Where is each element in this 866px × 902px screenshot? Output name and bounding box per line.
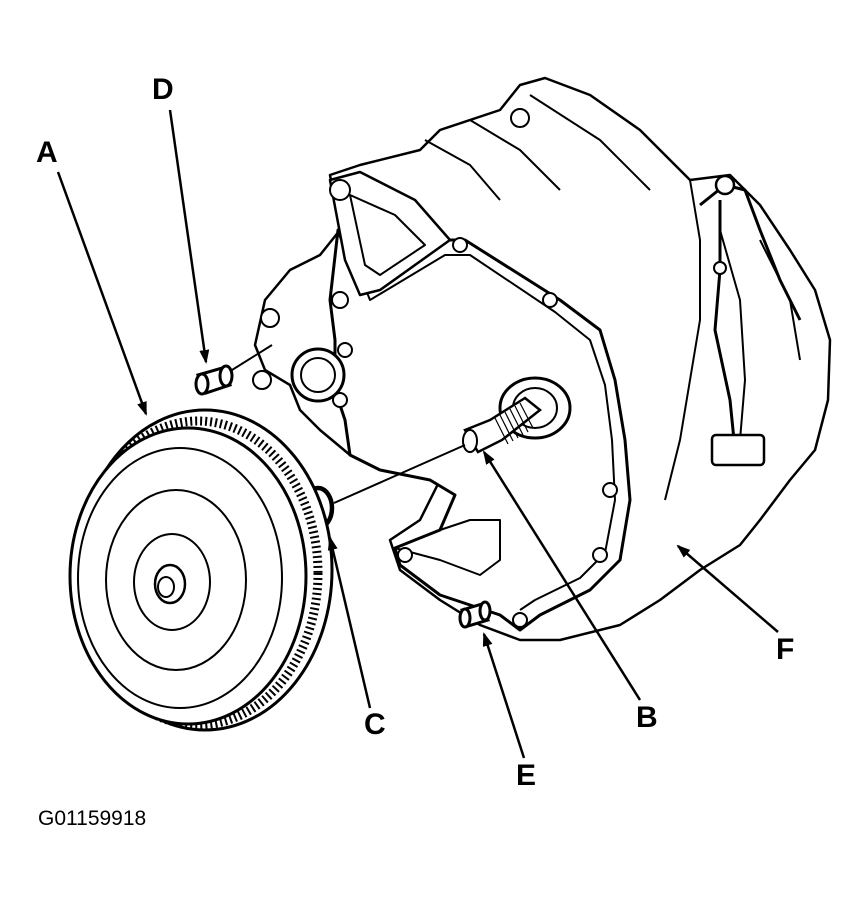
arrow-d [168, 109, 210, 364]
input-shaft [462, 396, 543, 454]
arrow-e [482, 632, 526, 759]
figure-id: G01159918 [38, 807, 147, 830]
transmission-housing [252, 76, 832, 642]
arrow-a [56, 171, 148, 416]
arrow-b [482, 450, 642, 701]
leader-arrows [56, 109, 779, 759]
callout-a: A [36, 136, 58, 169]
dowel-pin-e [458, 600, 492, 629]
torque-converter [68, 408, 334, 732]
arrow-c [327, 536, 372, 709]
callout-b: B [636, 701, 658, 734]
dowel-pin-d-guide-line [231, 344, 273, 371]
dowel-pin-d [194, 364, 234, 396]
callout-e: E [516, 759, 537, 792]
callout-c: C [364, 708, 386, 741]
callout-d: D [152, 73, 174, 106]
o-ring-c-guide-line [333, 444, 466, 504]
callout-f: F [776, 633, 795, 666]
arrow-f [676, 544, 779, 633]
